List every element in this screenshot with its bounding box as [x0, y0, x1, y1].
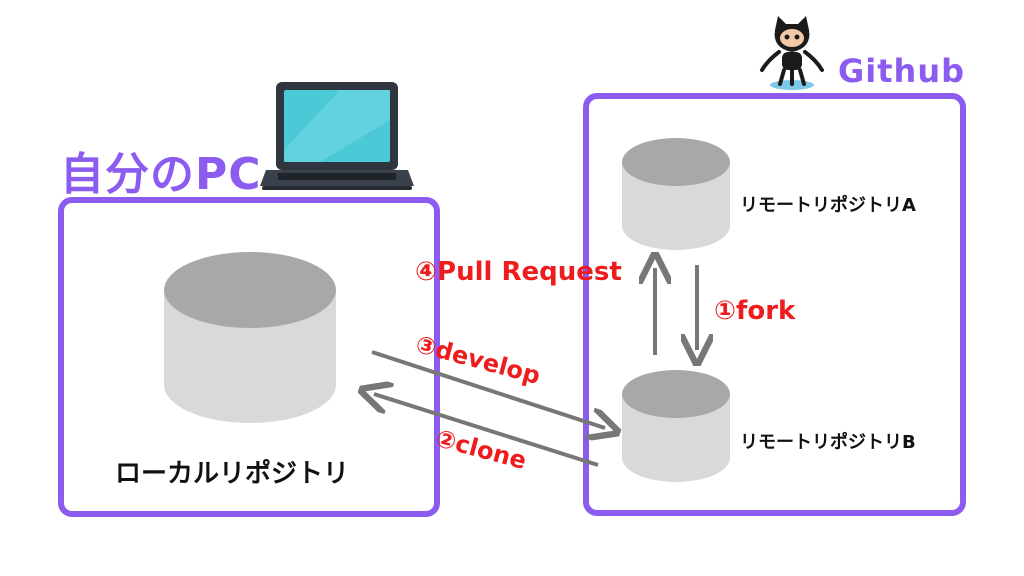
- step-pull-request-label: ④Pull Request: [415, 257, 622, 287]
- octocat-icon: [760, 16, 824, 90]
- pc-title: 自分のPC: [60, 149, 262, 200]
- clone-arrow: [374, 394, 599, 467]
- pc-frame: [58, 197, 440, 517]
- remote-repo-b-database-icon: [622, 370, 730, 482]
- github-frame: [583, 93, 966, 516]
- laptop-icon: [260, 82, 414, 190]
- local-repo-label: ローカルリポジトリ: [115, 459, 350, 489]
- remote-repo-b-label: リモートリポジトリB: [740, 432, 916, 453]
- remote-repo-a-database-icon: [622, 138, 730, 250]
- develop-arrow: [371, 350, 605, 428]
- local-repo-database-icon: [164, 252, 336, 423]
- github-title: Github: [838, 52, 965, 90]
- step-fork-label: ①fork: [714, 296, 796, 326]
- remote-repo-a-label: リモートリポジトリA: [740, 195, 916, 216]
